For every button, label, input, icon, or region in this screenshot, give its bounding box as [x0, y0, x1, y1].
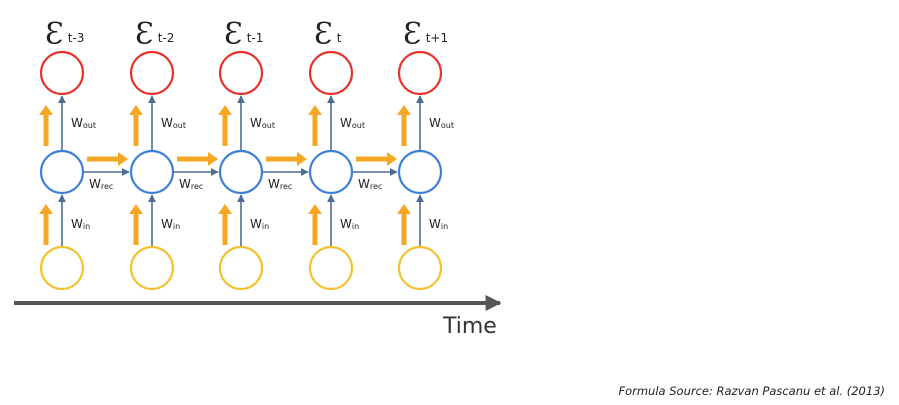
gradient-arrows	[39, 105, 411, 245]
input-gradient-arrow-0-head	[39, 204, 53, 214]
nodes	[39, 50, 443, 291]
input-gradient-arrow-2-head	[218, 204, 232, 214]
output-gradient-arrow-1-head	[129, 105, 143, 115]
input-gradient-arrow-4-head	[397, 204, 411, 214]
w-out-label-4: Wout	[429, 116, 454, 130]
output-gradient-arrow-3-head	[308, 105, 322, 115]
formula-source-caption: Formula Source: Razvan Pascanu et al. (2…	[618, 384, 885, 398]
connections	[58, 95, 424, 246]
w-rec-label-0: Wrec	[89, 177, 113, 191]
input-gradient-arrow-3-head	[308, 204, 322, 214]
output-gradient-arrow-2-head	[218, 105, 232, 115]
recurrent-gradient-arrow-3-head	[387, 152, 397, 166]
recurrent-gradient-arrow-0-head	[118, 152, 128, 166]
w-in-label-3: Win	[340, 217, 359, 231]
input-node-2	[218, 245, 264, 291]
input-node-0	[39, 245, 85, 291]
hidden-node-3	[308, 149, 354, 195]
hidden-node-0	[39, 149, 85, 195]
w-in-label-2: Win	[250, 217, 269, 231]
w-in-label-1: Win	[161, 217, 180, 231]
output-gradient-arrow-0-head	[39, 105, 53, 115]
time-axis-label: Time	[442, 314, 497, 339]
w-out-label-2: Wout	[250, 116, 275, 130]
w-in-label-0: Win	[71, 217, 90, 231]
input-node-1	[129, 245, 175, 291]
error-node-2	[218, 50, 264, 96]
input-node-4	[397, 245, 443, 291]
error-node-4	[397, 50, 443, 96]
w-in-label-4: Win	[429, 217, 448, 231]
w-rec-label-2: Wrec	[268, 177, 292, 191]
output-gradient-arrow-4-head	[397, 105, 411, 115]
error-node-1	[129, 50, 175, 96]
w-out-label-3: Wout	[340, 116, 365, 130]
recurrent-gradient-arrow-1-head	[208, 152, 218, 166]
error-node-0	[39, 50, 85, 96]
time-axis: Time	[14, 295, 502, 339]
w-out-label-0: Wout	[71, 116, 96, 130]
recurrent-gradient-arrow-2-head	[297, 152, 307, 166]
hidden-node-1	[129, 149, 175, 195]
hidden-node-4	[397, 149, 443, 195]
input-gradient-arrow-1-head	[129, 204, 143, 214]
w-rec-label-1: Wrec	[179, 177, 203, 191]
w-rec-label-3: Wrec	[358, 177, 382, 191]
error-node-3	[308, 50, 354, 96]
hidden-node-2	[218, 149, 264, 195]
input-node-3	[308, 245, 354, 291]
w-out-label-1: Wout	[161, 116, 186, 130]
